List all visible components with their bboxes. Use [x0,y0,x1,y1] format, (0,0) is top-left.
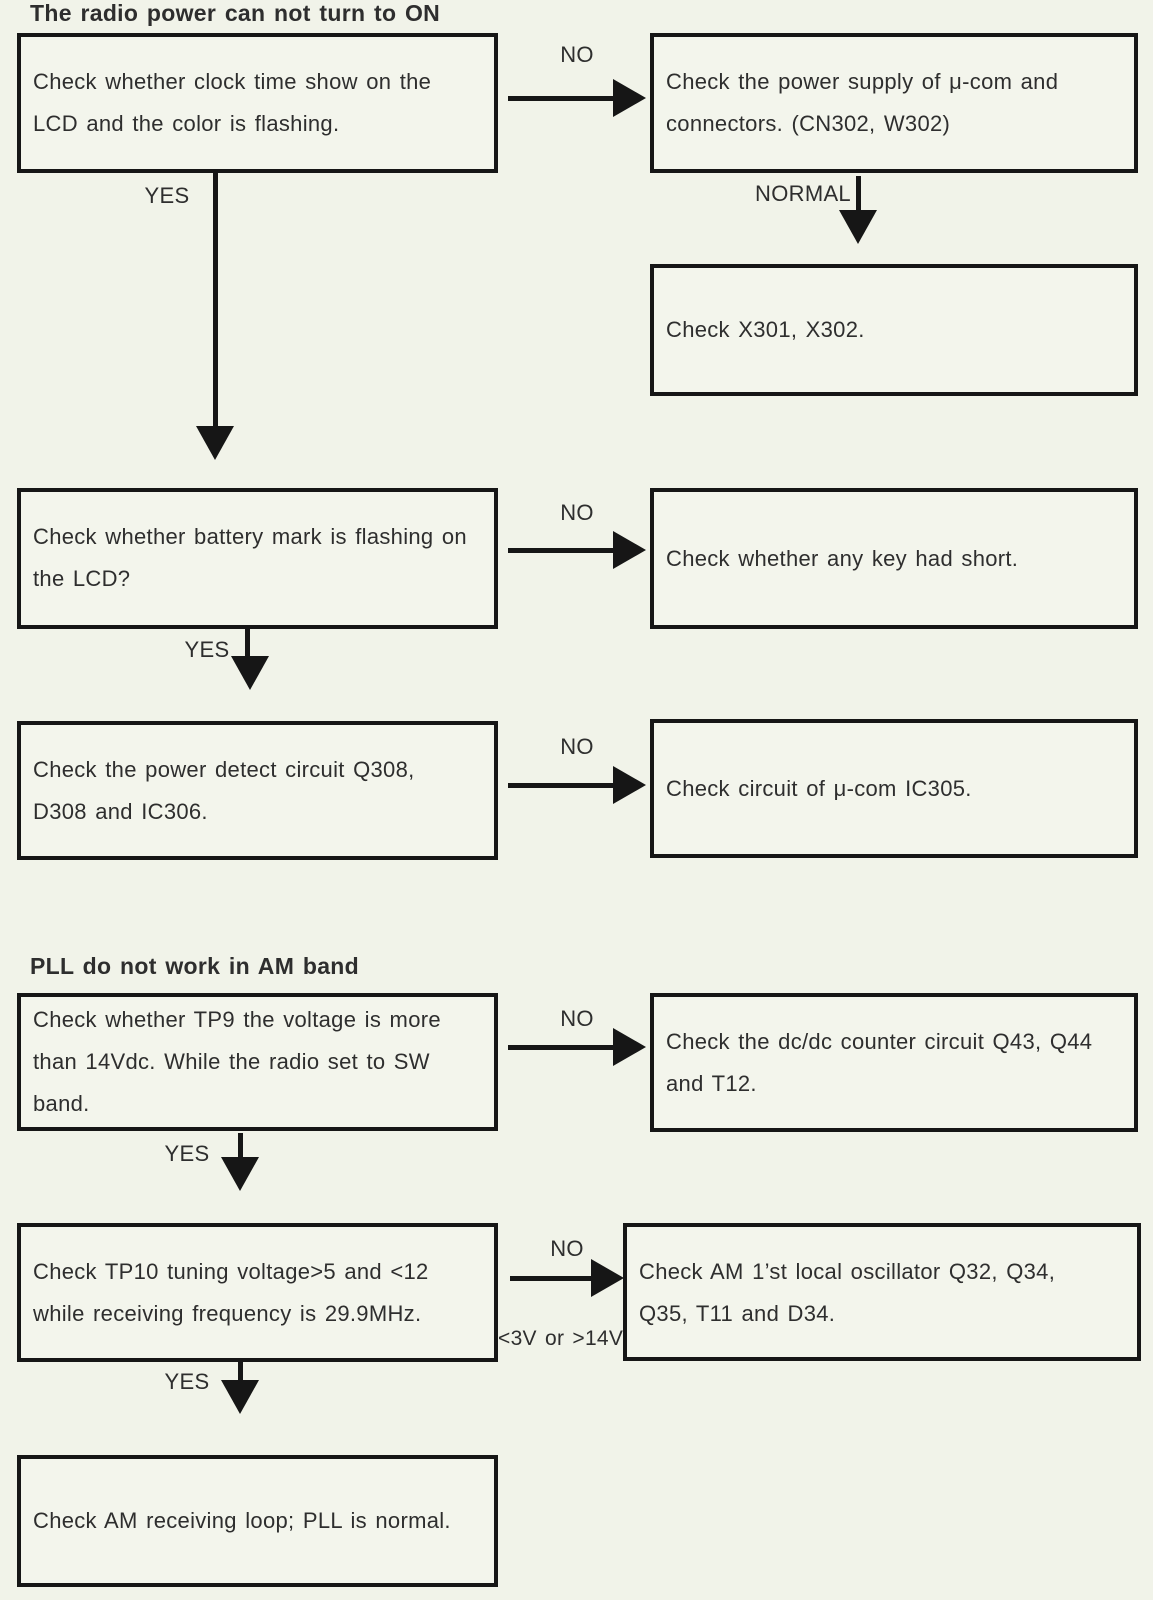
flow-box-power-detect: Check the power detect circuit Q308, D30… [17,721,498,860]
label-no: NO [560,500,594,525]
arrow-yes-5-line [238,1362,243,1384]
flow-box-text: band. [33,1091,90,1116]
arrow-yes-4-head [221,1157,259,1191]
flow-box-text: Check whether any key had short. [666,545,1019,571]
label-yes: YES [164,1369,210,1394]
arrow-no-4-head [613,1028,646,1066]
flow-box-text: Check the power detect circuit Q308, [33,757,415,782]
arrow-no-2-line [508,548,613,553]
flow-box-tp9-voltage: Check whether TP9 the voltage is more th… [17,993,498,1131]
arrow-no-1-head [613,79,646,117]
label-no: NO [560,734,594,759]
arrow-yes-2-head [231,656,269,690]
label-yes: YES [164,1141,210,1166]
flow-box-text: Check TP10 tuning voltage>5 and <12 [33,1259,429,1284]
arrow-no-3-line [508,783,613,788]
label-no: NO [550,1236,584,1261]
arrow-no-5-line [510,1276,591,1281]
flow-box-key-short: Check whether any key had short. [650,488,1138,629]
flow-box-text: the LCD? [33,566,131,591]
flow-box-am-loop: Check AM receiving loop; PLL is normal. [17,1455,498,1587]
arrow-no-4-line [508,1045,613,1050]
arrow-yes-2-line [245,627,250,659]
flow-box-text: while receiving frequency is 29.9MHz. [33,1301,422,1326]
arrow-normal-head [839,210,877,244]
arrow-normal-line [856,176,861,212]
flow-box-text: Q35, T11 and D34. [639,1301,836,1326]
flow-box-text: Check whether clock time show on the [33,69,432,94]
flow-box-text: Check whether battery mark is flashing o… [33,524,467,549]
flow-box-text: Check AM 1’st local oscillator Q32, Q34, [639,1259,1056,1284]
flow-box-dcdc-counter: Check the dc/dc counter circuit Q43, Q44… [650,993,1138,1132]
label-no: NO [560,42,594,67]
flow-box-text: D308 and IC306. [33,799,208,824]
arrow-yes-1-line [213,172,218,428]
arrow-yes-5-head [221,1380,259,1414]
flow-box-text: than 14Vdc. While the radio set to SW [33,1049,430,1074]
flow-box-am-oscillator: Check AM 1’st local oscillator Q32, Q34,… [623,1223,1141,1361]
flow-box-power-supply: Check the power supply of μ-com and conn… [650,33,1138,173]
flow-box-battery-mark: Check whether battery mark is flashing o… [17,488,498,629]
arrow-no-5-head [591,1259,624,1297]
flow-box-text: LCD and the color is flashing. [33,111,340,136]
arrow-no-3-head [613,766,646,804]
label-voltage-range: <3V or >14V [498,1327,624,1350]
flow-box-text: Check AM receiving loop; PLL is normal. [33,1508,451,1533]
flow-box-text: Check X301, X302. [666,317,865,342]
flow-box-check-x301: Check X301, X302. [650,264,1138,396]
flow-box-text: connectors. (CN302, W302) [666,111,951,136]
flow-box-text: Check the dc/dc counter circuit Q43, Q44 [666,1029,1093,1054]
label-no: NO [560,1006,594,1031]
label-yes: YES [184,637,230,662]
arrow-no-1-line [508,96,613,101]
arrow-no-2-head [613,531,646,569]
flow-box-check-clock: Check whether clock time show on the LCD… [17,33,498,173]
flow-box-text: and T12. [666,1071,757,1096]
flow-box-ucom-circuit: Check circuit of μ-com IC305. [650,719,1138,858]
arrow-yes-1-head [196,426,234,460]
flow-box-tp10-tuning: Check TP10 tuning voltage>5 and <12 whil… [17,1223,498,1362]
flow-box-text: Check the power supply of μ-com and [666,69,1059,94]
flow-box-text: Check whether TP9 the voltage is more [33,1007,441,1032]
section-title-radio-power: The radio power can not turn to ON [30,0,441,26]
label-yes: YES [144,183,190,208]
arrow-yes-4-line [238,1133,243,1161]
flow-box-text: Check circuit of μ-com IC305. [666,775,972,801]
label-normal: NORMAL [755,181,851,206]
section-title-pll: PLL do not work in AM band [30,953,359,979]
